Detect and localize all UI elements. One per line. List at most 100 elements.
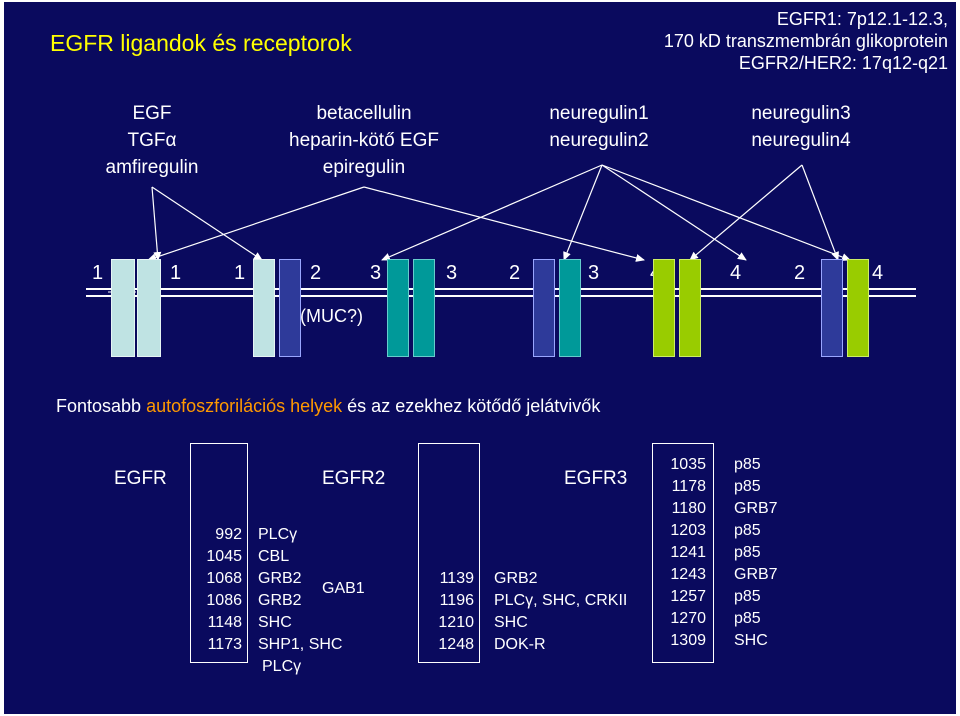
subtitle-prefix: Fontosabb (56, 396, 147, 416)
ligand-amfiregulin: amfiregulin (105, 157, 199, 178)
partner: p85 (734, 544, 761, 561)
partner: GRB2 (494, 570, 538, 587)
receptor-egfr1-right (137, 259, 161, 357)
site: 1203 (670, 522, 706, 539)
site: 1196 (439, 592, 474, 609)
ligand-egf: EGF (132, 103, 172, 124)
ligand-group-betacellulin: betacellulin heparin-kötő EGF epiregulin (284, 100, 444, 181)
site: 1173 (207, 636, 242, 653)
receptor-egfr4-left (653, 259, 675, 357)
partner: DOK-R (494, 636, 546, 653)
egfr-partners-list: PLCγ CBL GRB2 GRB2 SHC SHP1, SHC PLCγ (258, 524, 342, 678)
site: 1243 (670, 566, 706, 583)
egfr-sites-box (190, 443, 248, 663)
arrow-egf-to-egfr2 (151, 186, 263, 261)
muc-label: (MUC?) (300, 306, 363, 326)
ligand-betacellulin: betacellulin (316, 103, 412, 124)
ligand-tgfa: TGFα (127, 130, 177, 151)
partner: GRB7 (734, 500, 778, 517)
page-title: EGFR ligandok és receptorok (50, 30, 352, 56)
egfr2-sites-box (418, 443, 480, 663)
ligand-neuregulin2: neuregulin2 (549, 130, 649, 151)
receptor-egfr2-with-egfr3 (533, 259, 555, 357)
egfr2-sites-list: 1139 1196 1210 1248 (424, 568, 474, 656)
receptor-number: 4 (872, 262, 884, 284)
receptor-number: 3 (588, 262, 600, 284)
arrow-neuregulin3-to-egfr4 (801, 164, 839, 261)
arrow-egf-to-egfr1 (151, 186, 162, 261)
receptor-egfr3-right (413, 259, 435, 357)
egfr3-sites-list: 1035 1178 1180 1203 1241 1243 1257 1270 … (658, 454, 706, 652)
site: 1035 (670, 456, 706, 473)
arrow-neuregulin3-to-egfr4-mid (689, 164, 803, 261)
receptor-number: 1 (92, 262, 104, 284)
receptor-number: 2 (310, 262, 322, 284)
site: 992 (215, 526, 242, 543)
receptor-number: 4 (730, 262, 742, 284)
site: 1180 (671, 500, 706, 517)
arrow-neuregulin1-to-egfr4 (601, 164, 747, 261)
arrow-neuregulin1-to-egfr3-first (381, 164, 603, 261)
site: 1309 (670, 632, 706, 649)
partner: PLCγ (258, 526, 298, 543)
ligand-epiregulin: epiregulin (322, 157, 406, 178)
partner: p85 (734, 456, 761, 473)
partner: PLCγ (262, 658, 302, 675)
receptor-egfr3-left (387, 259, 409, 357)
receptor-egfr2-hetero (279, 259, 301, 357)
receptor-number: 1 (170, 262, 182, 284)
site: 1139 (439, 570, 474, 587)
receptor-egfr4-with-egfr2 (847, 259, 869, 357)
arrow-neuregulin1-to-egfr3 (563, 164, 603, 261)
partner: PLCγ, SHC, CRKII (494, 592, 628, 609)
ligand-neuregulin4: neuregulin4 (751, 130, 851, 151)
gab1-label: GAB1 (322, 580, 365, 597)
subtitle-suffix: és az ezekhez kötődő jelátvivők (342, 396, 601, 416)
slide: EGFR ligandok és receptorok EGFR1: 7p12.… (4, 2, 956, 714)
partner: CBL (258, 548, 290, 565)
receptor-egfr2-with-egfr4 (821, 259, 843, 357)
egfr-info: EGFR1: 7p12.1-12.3, 170 kD transzmembrán… (664, 8, 948, 74)
partner: SHC (734, 632, 768, 649)
egfr2-label: EGFR2 (322, 468, 386, 489)
partner: GRB2 (258, 592, 302, 609)
site: 1270 (670, 610, 706, 627)
site: 1241 (670, 544, 706, 561)
partner: p85 (734, 522, 761, 539)
egfr-info-line-3: EGFR2/HER2: 17q12-q21 (738, 53, 948, 73)
egfr2-partners-list: GRB2 PLCγ, SHC, CRKII SHC DOK-R (494, 568, 627, 656)
subtitle-highlight: autofoszforilációs helyek (146, 396, 343, 416)
site: 1045 (206, 548, 242, 565)
site: 1248 (438, 636, 474, 653)
ligand-group-neuregulin3: neuregulin3 neuregulin4 (736, 100, 866, 154)
ligand-neuregulin3: neuregulin3 (751, 103, 851, 124)
arrow-betacellulin-to-egfr1 (147, 186, 365, 262)
arrow-betacellulin-to-egfr4 (363, 186, 645, 262)
receptor-egfr1-left (111, 259, 135, 357)
receptor-number: 1 (234, 262, 246, 284)
egfr-info-line-1: EGFR1: 7p12.1-12.3, (776, 9, 948, 29)
partner: p85 (734, 478, 761, 495)
site: 1086 (206, 592, 242, 609)
egfr3-sites-box (652, 443, 714, 663)
site: 1210 (438, 614, 474, 631)
partner: GRB2 (258, 570, 302, 587)
receptor-egfr3-with-egfr2 (559, 259, 581, 357)
site: 1178 (671, 478, 706, 495)
partner: GRB7 (734, 566, 778, 583)
egfr-label: EGFR (114, 468, 167, 489)
receptor-egfr1-hetero (253, 259, 275, 357)
egfr-sites-list: 992 1045 1068 1086 1148 1173 (196, 524, 242, 656)
receptor-number: 3 (370, 262, 382, 284)
arrow-neuregulin1-to-egfr4-last (601, 164, 851, 261)
receptor-number: 2 (509, 262, 521, 284)
ligand-heparin-egf: heparin-kötő EGF (289, 130, 439, 151)
receptor-number: 3 (446, 262, 458, 284)
receptor-number: 2 (794, 262, 806, 284)
ligand-group-egf: EGF TGFα amfiregulin (92, 100, 212, 181)
partner: SHP1, SHC (258, 636, 343, 653)
ligand-neuregulin1: neuregulin1 (549, 103, 649, 124)
receptor-egfr4-right (679, 259, 701, 357)
phosphorylation-subtitle: Fontosabb autofoszforilációs helyek és a… (56, 396, 600, 417)
egfr-info-line-2: 170 kD transzmembrán glikoprotein (663, 31, 948, 51)
